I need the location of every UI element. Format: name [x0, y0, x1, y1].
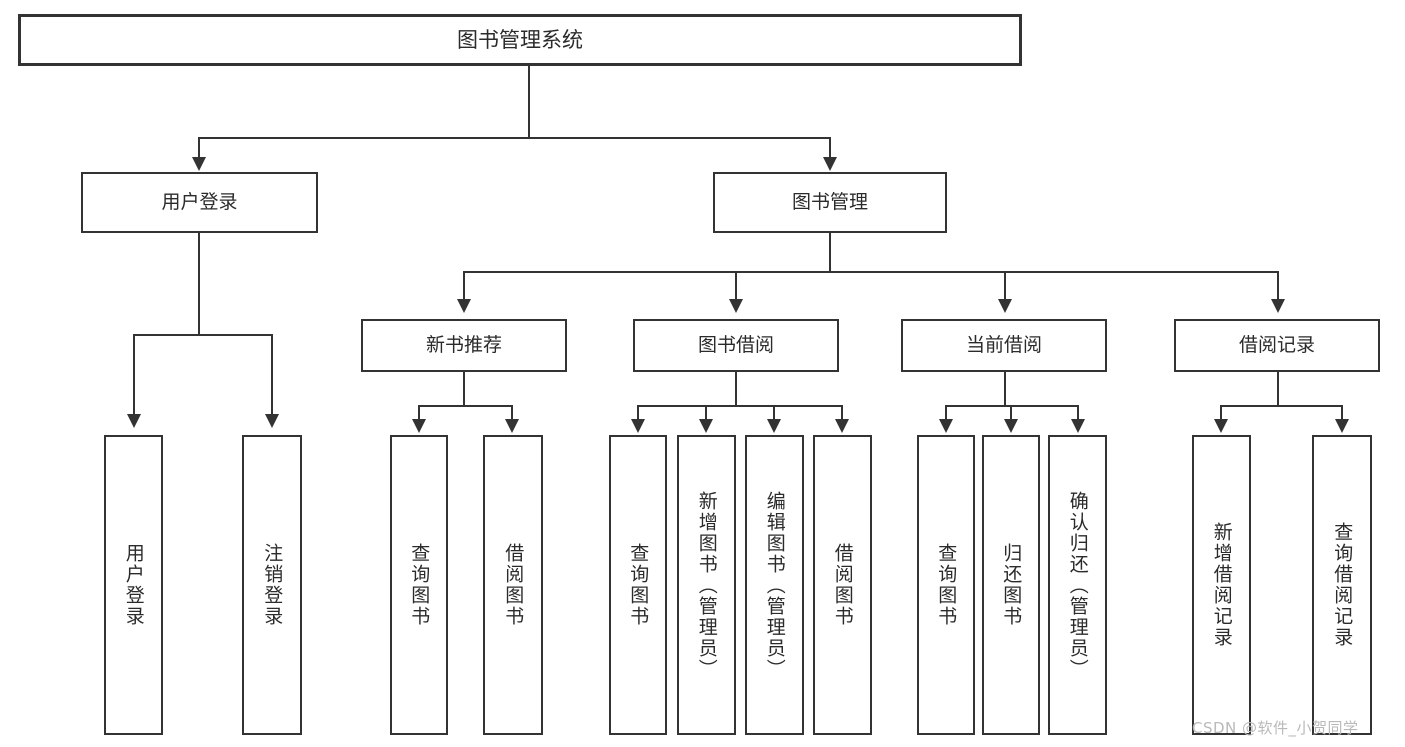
node-user-login[interactable]: 用户登录	[81, 172, 318, 233]
arrow-book-borrow-to-leaf-3	[835, 419, 849, 433]
leaf-user-login-logout[interactable]: 注销登录	[242, 435, 302, 735]
connector-new-book-to-leaf-0	[418, 405, 420, 421]
leaf-book-borrow-add-admin[interactable]: 新增图书（管理员）	[677, 435, 736, 735]
connector-current-borrow-to-leaf-0	[945, 405, 947, 421]
connector-user-login-to-leaf-0	[133, 334, 135, 416]
node-root-library-system[interactable]: 图书管理系统	[18, 14, 1022, 66]
leaf-new-book-query[interactable]: 查询图书	[390, 435, 448, 735]
leaf-book-borrow-borrow[interactable]: 借阅图书	[813, 435, 872, 735]
connector-root-to-book-manage	[829, 137, 831, 159]
arrow-borrow-record-to-leaf-1	[1335, 419, 1349, 433]
connector-book-manage-to-new-book	[463, 271, 465, 301]
node-book-borrow[interactable]: 图书借阅	[633, 319, 839, 372]
leaf-book-borrow-edit-admin[interactable]: 编辑图书（管理员）	[745, 435, 804, 735]
arrow-borrow-record-to-leaf-0	[1214, 419, 1228, 433]
leaf-new-book-borrow[interactable]: 借阅图书	[483, 435, 543, 735]
connector-root-to-user-login	[198, 137, 200, 159]
connector-root-stem	[528, 66, 530, 138]
connector-current-borrow-stem	[1004, 372, 1006, 407]
connector-borrow-record-to-leaf-0	[1220, 405, 1222, 421]
connector-book-manage-to-book-borrow	[735, 271, 737, 301]
leaf-current-borrow-confirm-admin[interactable]: 确认归还（管理员）	[1048, 435, 1107, 735]
node-book-management[interactable]: 图书管理	[713, 172, 947, 233]
connector-borrow-record-stem	[1277, 372, 1279, 407]
connector-new-book-to-leaf-1	[511, 405, 513, 421]
arrow-book-manage-to-current-borrow	[998, 299, 1012, 313]
connector-current-borrow-to-leaf-1	[1010, 405, 1012, 421]
node-borrow-record[interactable]: 借阅记录	[1174, 319, 1380, 372]
arrow-book-borrow-to-leaf-2	[767, 419, 781, 433]
arrow-book-manage-to-borrow-record	[1271, 299, 1285, 313]
node-current-borrow[interactable]: 当前借阅	[901, 319, 1107, 372]
connector-user-login-to-leaf-1	[271, 334, 273, 416]
leaf-borrow-record-query[interactable]: 查询借阅记录	[1312, 435, 1372, 735]
arrow-user-login-to-leaf-0	[127, 414, 141, 428]
arrow-current-borrow-to-leaf-1	[1004, 419, 1018, 433]
arrow-new-book-to-leaf-0	[412, 419, 426, 433]
connector-user-login-stem	[198, 233, 200, 335]
node-new-book-recommend[interactable]: 新书推荐	[361, 319, 567, 372]
arrow-current-borrow-to-leaf-2	[1071, 419, 1085, 433]
connector-borrow-record-bus	[1220, 405, 1342, 407]
arrow-book-borrow-to-leaf-1	[699, 419, 713, 433]
connector-book-manage-stem	[829, 233, 831, 273]
connector-book-manage-to-borrow-record	[1277, 271, 1279, 301]
arrow-root-to-book-manage	[823, 157, 837, 171]
connector-book-manage-to-current-borrow	[1004, 271, 1006, 301]
arrow-book-manage-to-book-borrow	[729, 299, 743, 313]
arrow-root-to-user-login	[192, 157, 206, 171]
connector-book-borrow-to-leaf-2	[773, 405, 775, 421]
leaf-current-borrow-return[interactable]: 归还图书	[982, 435, 1040, 735]
leaf-borrow-record-add[interactable]: 新增借阅记录	[1192, 435, 1251, 735]
connector-borrow-record-to-leaf-1	[1341, 405, 1343, 421]
arrow-current-borrow-to-leaf-0	[939, 419, 953, 433]
leaf-book-borrow-query[interactable]: 查询图书	[609, 435, 667, 735]
connector-current-borrow-to-leaf-2	[1077, 405, 1079, 421]
leaf-user-login-login[interactable]: 用户登录	[104, 435, 163, 735]
arrow-user-login-to-leaf-1	[265, 414, 279, 428]
connector-book-manage-bus	[463, 271, 1279, 273]
connector-book-borrow-stem	[735, 372, 737, 407]
arrow-book-borrow-to-leaf-0	[631, 419, 645, 433]
connector-book-borrow-to-leaf-3	[841, 405, 843, 421]
arrow-new-book-to-leaf-1	[505, 419, 519, 433]
arrow-book-manage-to-new-book	[457, 299, 471, 313]
connector-new-book-bus	[418, 405, 513, 407]
connector-root-bus	[198, 137, 830, 139]
connector-user-login-bus	[133, 334, 273, 336]
connector-book-borrow-to-leaf-0	[637, 405, 639, 421]
connector-new-book-stem	[463, 372, 465, 407]
connector-book-borrow-bus	[637, 405, 842, 407]
connector-book-borrow-to-leaf-1	[705, 405, 707, 421]
leaf-current-borrow-query[interactable]: 查询图书	[917, 435, 975, 735]
